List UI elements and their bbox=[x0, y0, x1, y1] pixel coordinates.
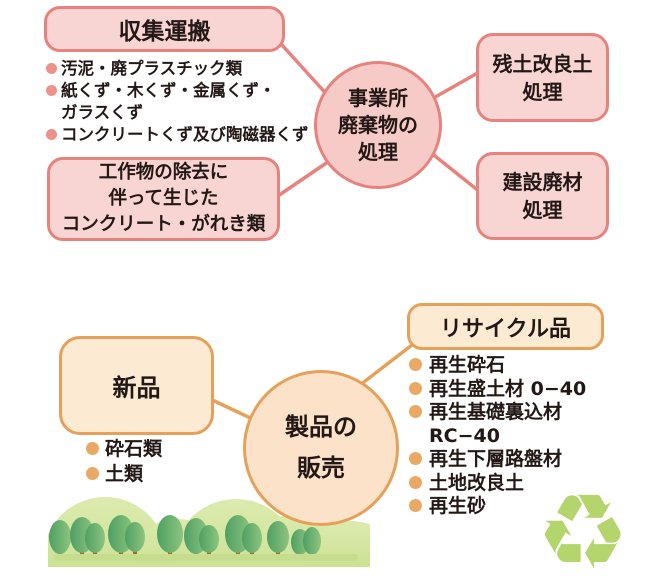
recycled-products-label: リサイクル品 bbox=[440, 316, 571, 342]
new-products-list: 砕石類 土類 bbox=[86, 437, 162, 487]
list-item-label: 再生基礎裏込材 bbox=[429, 401, 563, 423]
list-item: 再生砕石 bbox=[409, 354, 586, 378]
list-item-label: 再生砂 bbox=[429, 495, 487, 517]
bullet-icon bbox=[409, 381, 422, 395]
collection-transport-label: 収集運搬 bbox=[118, 19, 211, 45]
bullet-icon bbox=[46, 85, 57, 96]
list-item: 土類 bbox=[86, 462, 162, 487]
list-item: 土地改良土 bbox=[409, 472, 586, 496]
list-item-label: 土類 bbox=[105, 463, 144, 485]
list-item-label: 再生砕石 bbox=[429, 354, 506, 376]
demolition-debris-box: 工作物の除去に 伴って生じた コンクリート・がれき類 bbox=[47, 157, 280, 241]
construction-waste-line-1: 建設廃材 bbox=[502, 170, 583, 194]
list-item-label: RC−40 bbox=[429, 424, 500, 447]
waste-processing-hub-circle: 事業所 廃棄物の 処理 bbox=[314, 61, 442, 189]
waste-hub-line-2: 廃棄物の bbox=[338, 112, 418, 137]
list-item: 再生砂 bbox=[409, 495, 586, 519]
bullet-icon bbox=[46, 129, 57, 140]
recycled-products-list: 再生砕石 再生盛土材 0−40 再生基礎裏込材 RC−40 再生下層路盤材 土地… bbox=[409, 354, 586, 519]
surplus-soil-box: 残土改良土 処理 bbox=[476, 33, 609, 122]
waste-hub-line-3: 処理 bbox=[358, 139, 398, 164]
list-item-label: 土地改良土 bbox=[429, 471, 525, 494]
sales-hub-line-2: 販売 bbox=[297, 454, 345, 482]
ground-strip bbox=[54, 554, 358, 561]
new-products-label: 新品 bbox=[112, 374, 161, 402]
demolition-line-2: 伴って生じた bbox=[108, 188, 219, 209]
list-item-label: コンクリートくず及び陶磁器くず bbox=[61, 125, 309, 144]
list-item-label: 汚泥・廃プラスチック類 bbox=[61, 59, 243, 78]
bullet-icon bbox=[86, 467, 99, 480]
list-item: 紙くず・木くず・金属くず・ bbox=[46, 80, 309, 102]
trees-illustration bbox=[48, 497, 370, 567]
recycled-products-box: リサイクル品 bbox=[407, 303, 604, 350]
sales-hub-line-1: 製品の bbox=[285, 413, 357, 441]
list-item-label: ガラスくず bbox=[61, 103, 144, 122]
list-item-label: 紙くず・木くず・金属くず・ bbox=[61, 81, 276, 100]
list-item: コンクリートくず及び陶磁器くず bbox=[46, 124, 309, 146]
bullet-icon bbox=[86, 442, 99, 455]
list-item: 砕石類 bbox=[86, 437, 162, 462]
waste-hub-line-1: 事業所 bbox=[348, 85, 408, 110]
recycle-icon: ♻ bbox=[536, 471, 630, 584]
list-item-label: 再生下層路盤材 bbox=[429, 448, 563, 470]
list-item: 再生基礎裏込材 bbox=[409, 401, 586, 425]
list-item: RC−40 bbox=[409, 425, 586, 449]
bullet-icon bbox=[409, 452, 422, 465]
surplus-soil-line-1: 残土改良土 bbox=[492, 51, 593, 76]
list-item: ガラスくず bbox=[46, 102, 309, 124]
tree-canopies bbox=[49, 515, 321, 555]
construction-waste-box: 建設廃材 処理 bbox=[476, 152, 609, 240]
collection-transport-box: 収集運搬 bbox=[44, 6, 285, 52]
product-sales-hub-circle: 製品の 販売 bbox=[243, 370, 399, 526]
list-item-label: 砕石類 bbox=[105, 438, 163, 460]
bullet-icon bbox=[409, 358, 422, 371]
collection-waste-list: 汚泥・廃プラスチック類 紙くず・木くず・金属くず・ ガラスくず コンクリートくず… bbox=[46, 58, 309, 146]
list-item-label: 再生盛土材 0−40 bbox=[429, 377, 587, 400]
surplus-soil-line-2: 処理 bbox=[522, 79, 563, 104]
list-item: 汚泥・廃プラスチック類 bbox=[46, 58, 309, 80]
new-products-box: 新品 bbox=[59, 336, 214, 435]
list-item: 再生下層路盤材 bbox=[409, 448, 586, 472]
demolition-line-3: コンクリート・がれき類 bbox=[61, 214, 266, 235]
construction-waste-line-2: 処理 bbox=[522, 198, 563, 222]
list-item: 再生盛土材 0−40 bbox=[409, 378, 586, 402]
bullet-icon bbox=[46, 63, 57, 74]
bullet-icon bbox=[409, 405, 422, 418]
bullet-icon bbox=[409, 499, 422, 512]
demolition-line-1: 工作物の除去に bbox=[98, 162, 229, 183]
bullet-icon bbox=[409, 475, 422, 489]
